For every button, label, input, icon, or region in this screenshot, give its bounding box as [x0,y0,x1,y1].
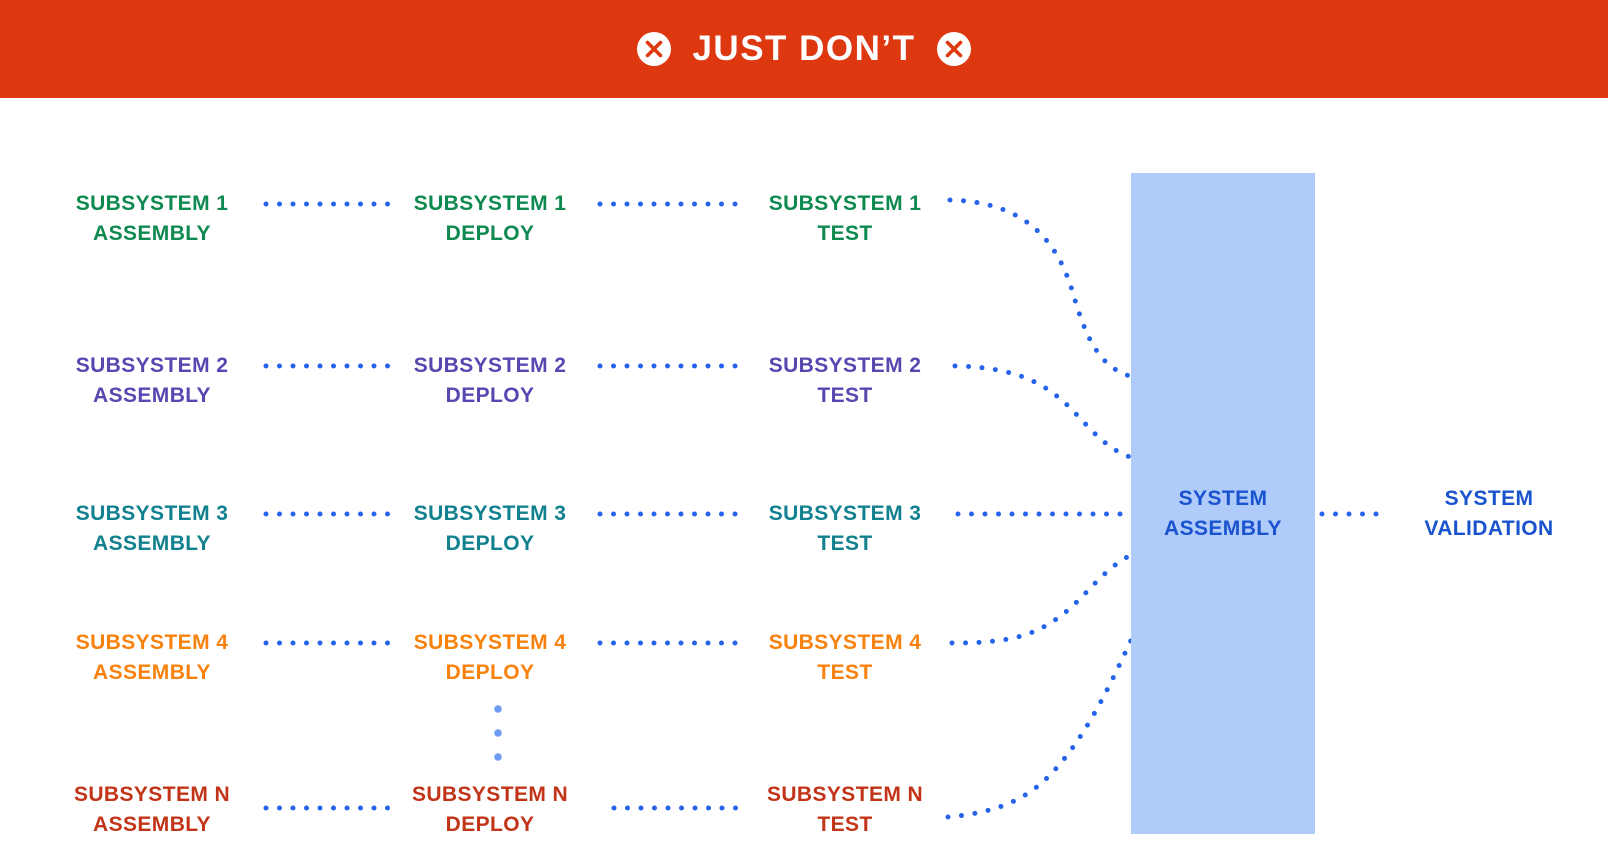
system-assembly-line2: ASSEMBLY [1164,517,1282,540]
stage-subtitle: TEST [817,532,873,555]
vertical-ellipsis-dots [494,705,502,761]
stage-title: SUBSYSTEM 3 [768,502,922,525]
stage-subsystem-n-test: SUBSYSTEM N TEST [715,780,975,840]
stage-subtitle: ASSEMBLY [93,661,211,684]
stage-title: SUBSYSTEM 4 [768,631,922,654]
stage-subtitle: ASSEMBLY [93,384,211,407]
x-circle-icon [636,31,672,67]
stage-subtitle: DEPLOY [445,813,535,836]
system-assembly-line1: SYSTEM [1178,487,1268,510]
stage-subtitle: ASSEMBLY [93,222,211,245]
stage-subsystem-1-deploy: SUBSYSTEM 1 DEPLOY [360,189,620,249]
stage-subsystem-n-deploy: SUBSYSTEM N DEPLOY [360,780,620,840]
stage-title: SUBSYSTEM 2 [413,354,567,377]
stage-title: SUBSYSTEM 3 [75,502,229,525]
stage-title: SUBSYSTEM 4 [75,631,229,654]
stage-title: SUBSYSTEM N [411,783,569,806]
stage-subtitle: DEPLOY [445,661,535,684]
stage-subsystem-1-test: SUBSYSTEM 1 TEST [715,189,975,249]
stage-subtitle: TEST [817,661,873,684]
x-circle-icon [936,31,972,67]
system-validation-line1: SYSTEM [1444,487,1534,510]
stage-subsystem-2-assembly: SUBSYSTEM 2 ASSEMBLY [22,351,282,411]
system-assembly-box: SYSTEM ASSEMBLY [1131,173,1315,834]
stage-title: SUBSYSTEM 4 [413,631,567,654]
stage-subsystem-4-deploy: SUBSYSTEM 4 DEPLOY [360,628,620,688]
dotted-curve-rowN-to-box [945,633,1136,820]
system-validation-line2: VALIDATION [1424,517,1554,540]
stage-title: SUBSYSTEM 2 [75,354,229,377]
stage-subtitle: DEPLOY [445,384,535,407]
stage-subtitle: TEST [817,813,873,836]
stage-subtitle: ASSEMBLY [93,532,211,555]
stage-subsystem-2-deploy: SUBSYSTEM 2 DEPLOY [360,351,620,411]
dotted-curve-row1-to-box [947,197,1136,380]
dotted-curve-row2-to-box [952,363,1136,461]
stage-subsystem-3-deploy: SUBSYSTEM 3 DEPLOY [360,499,620,559]
stage-subsystem-2-test: SUBSYSTEM 2 TEST [715,351,975,411]
stage-subtitle: DEPLOY [445,532,535,555]
system-assembly-label: SYSTEM ASSEMBLY [1131,484,1315,544]
dotted-curve-row4-to-box [949,551,1136,646]
banner-title: JUST DON’T [692,29,916,68]
banner: JUST DON’T [0,0,1608,98]
stage-subsystem-1-assembly: SUBSYSTEM 1 ASSEMBLY [22,189,282,249]
stage-title: SUBSYSTEM 1 [413,192,567,215]
stage-subsystem-n-assembly: SUBSYSTEM N ASSEMBLY [22,780,282,840]
stage-subtitle: TEST [817,384,873,407]
stage-title: SUBSYSTEM N [766,783,924,806]
stage-subsystem-4-test: SUBSYSTEM 4 TEST [715,628,975,688]
stage-title: SUBSYSTEM 2 [768,354,922,377]
stage-title: SUBSYSTEM 1 [768,192,922,215]
stage-title: SUBSYSTEM 1 [75,192,229,215]
stage-subtitle: DEPLOY [445,222,535,245]
system-validation-label: SYSTEM VALIDATION [1359,484,1608,544]
stage-title: SUBSYSTEM 3 [413,502,567,525]
stage-title: SUBSYSTEM N [73,783,231,806]
stage-subsystem-3-test: SUBSYSTEM 3 TEST [715,499,975,559]
stage-subtitle: ASSEMBLY [93,813,211,836]
stage-subsystem-3-assembly: SUBSYSTEM 3 ASSEMBLY [22,499,282,559]
stage-subsystem-4-assembly: SUBSYSTEM 4 ASSEMBLY [22,628,282,688]
stage-subtitle: TEST [817,222,873,245]
